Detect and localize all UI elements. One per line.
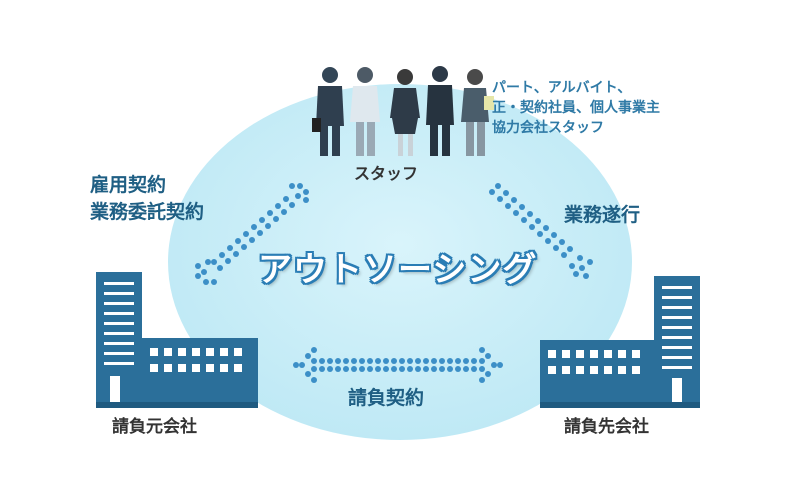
performance-label: 業務遂行 bbox=[564, 204, 641, 226]
staff-description-line: 協力会社スタッフ bbox=[492, 120, 604, 136]
outsourcing-title: アウトソーシング bbox=[258, 250, 538, 290]
client-company-label: 請負元会社 bbox=[112, 417, 197, 437]
left-contract-label: 雇用契約 業務委託契約 bbox=[90, 172, 204, 226]
business-consignment-text: 業務委託契約 bbox=[90, 201, 205, 223]
bottom-contract-arrow bbox=[293, 347, 503, 383]
staff-label: スタッフ bbox=[354, 164, 419, 183]
staff-description: パート、アルバイト、 正・契約社員、個人事業主 協力会社スタッフ bbox=[492, 78, 660, 138]
client-building-icon bbox=[96, 272, 258, 408]
staff-people-icon bbox=[312, 66, 494, 156]
contractor-building-icon bbox=[540, 276, 700, 408]
contract-arrow-left bbox=[195, 183, 309, 285]
contract-label: 請負契約 bbox=[348, 387, 425, 409]
staff-description-line: パート、アルバイト、 bbox=[492, 80, 632, 96]
performance-arrow bbox=[489, 183, 593, 279]
contractor-company-label: 請負先会社 bbox=[564, 417, 649, 437]
staff-description-line: 正・契約社員、個人事業主 bbox=[492, 100, 660, 116]
employment-contract-text: 雇用契約 bbox=[90, 174, 167, 196]
background-ellipse bbox=[168, 84, 632, 440]
